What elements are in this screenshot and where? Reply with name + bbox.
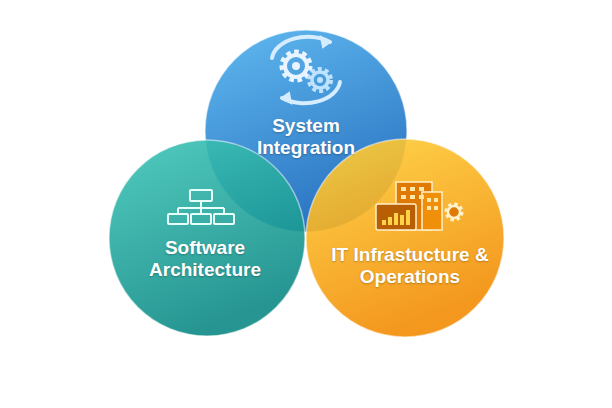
circle-shape xyxy=(305,138,505,338)
infrastructure-circle: IT Infrastucture & Operations xyxy=(305,138,505,338)
circle-label: System Integration xyxy=(241,115,371,159)
circle-label: Software Architecture xyxy=(139,237,271,281)
org-chart-icon xyxy=(168,190,234,224)
gears-icon xyxy=(272,37,340,103)
infrastructure-icon xyxy=(376,182,461,230)
circle-fill xyxy=(109,140,305,336)
circle-fill xyxy=(306,139,504,337)
architecture-circle: Software Architecture xyxy=(108,139,306,337)
circle-label: IT Infrastucture & Operations xyxy=(329,244,491,288)
